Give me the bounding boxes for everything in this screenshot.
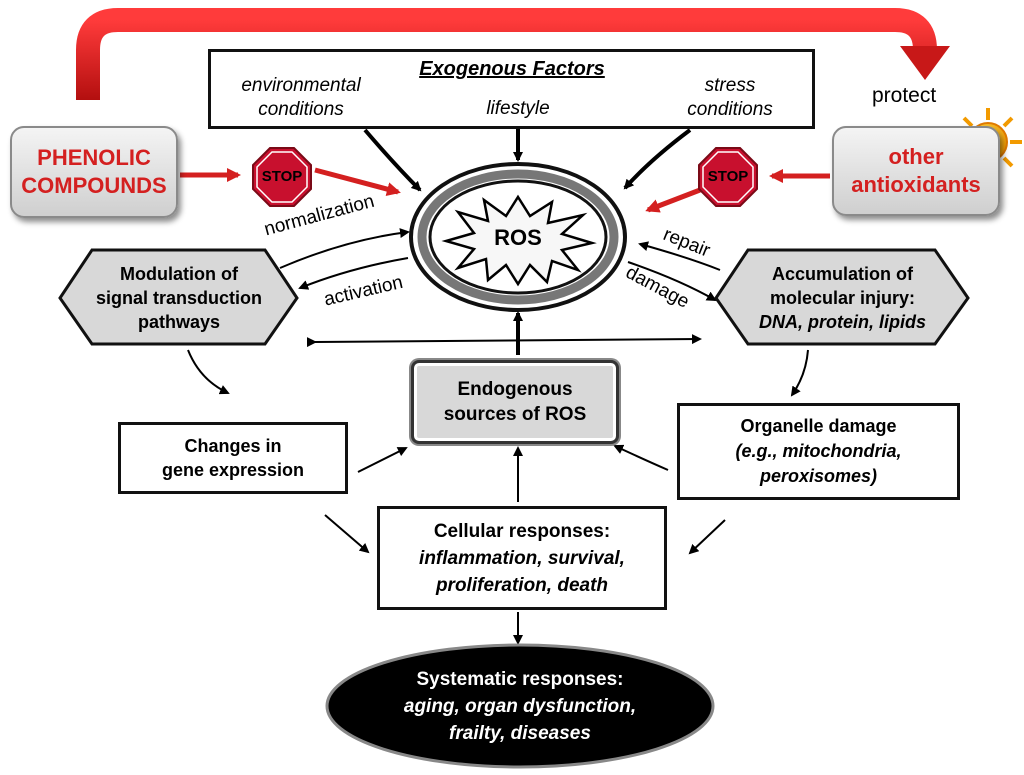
arrow-env-ros <box>363 128 422 192</box>
gene-line1: Changes in <box>184 436 282 456</box>
gene-line2: gene expression <box>161 460 305 480</box>
phenolic-compounds-box: PHENOLIC COMPOUNDS <box>10 126 178 218</box>
arrow-repair <box>638 241 721 271</box>
organelle-damage-node: Organelle damage (e.g., mitochondria, pe… <box>677 403 960 500</box>
organelle-line1: Organelle damage <box>740 416 897 436</box>
systematic-line1: Systematic responses: <box>416 668 624 690</box>
label-environmental: environmental conditions <box>241 75 361 120</box>
exogenous-title: Exogenous Factors <box>419 58 605 80</box>
systematic-node-shape <box>325 643 715 769</box>
arrow-normalization <box>279 228 410 269</box>
arrow-damage <box>627 261 717 301</box>
arrow-activation <box>298 257 409 290</box>
protect-label: protect <box>872 84 937 107</box>
stop-sign-right <box>698 147 758 207</box>
arrow-stop-ros-left <box>314 167 401 196</box>
cellular-line3: proliferation, death <box>435 574 609 596</box>
systematic-line2: aging, organ dysfunction, <box>403 695 637 717</box>
exogenous-factors-box <box>208 49 815 129</box>
antioxidants-line2: antioxidants <box>851 172 981 197</box>
label-lifestyle: lifestyle <box>486 98 550 119</box>
modulation-node-shape <box>58 248 299 346</box>
phenolic-line2: COMPOUNDS <box>21 173 167 198</box>
other-antioxidants-box: other antioxidants <box>832 126 1000 216</box>
arrow-mod-gene <box>187 349 230 395</box>
antioxidants-line1: other <box>888 144 944 169</box>
ros-node <box>409 162 627 312</box>
endogenous-line1: Endogenous <box>457 379 573 400</box>
gene-expression-node: Changes in gene expression <box>118 422 348 494</box>
cellular-line2: inflammation, survival, <box>419 547 625 569</box>
arrow-gene-cell <box>324 514 370 554</box>
systematic-line3: frailty, diseases <box>449 722 591 744</box>
arrow-mod-acc <box>306 334 702 348</box>
accumulation-line3: DNA, protein, lipids <box>758 312 926 332</box>
arrow-acc-organelle <box>790 349 809 397</box>
accumulation-line1: Accumulation of <box>771 264 913 284</box>
stop-label-left: STOP <box>261 168 303 185</box>
arrow-organelle-endo <box>613 444 669 471</box>
label-stress: stress conditions <box>687 75 773 120</box>
stop-sign-left <box>252 147 312 207</box>
arrow-stress-ros <box>623 128 692 190</box>
modulation-node: Modulation of signal transduction pathwa… <box>78 256 280 340</box>
arrow-gene-endo <box>357 447 408 473</box>
organelle-line2: (e.g., mitochondria, <box>735 441 902 461</box>
ros-label: ROS <box>494 225 542 250</box>
modulation-line3: pathways <box>137 312 221 332</box>
stop-label-right: STOP <box>707 168 749 185</box>
modulation-line1: Modulation of <box>120 264 238 284</box>
ros-burst <box>441 194 597 287</box>
protect-arrow <box>76 8 937 100</box>
endogenous-sources-node: Endogenous sources of ROS <box>411 360 619 444</box>
protect-arrowhead <box>900 46 950 80</box>
modulation-line2: signal transduction <box>95 288 263 308</box>
systematic-responses-node: Systematic responses: aging, organ dysfu… <box>340 660 700 752</box>
cellular-line1: Cellular responses: <box>433 520 611 542</box>
endogenous-line2: sources of ROS <box>443 404 587 425</box>
accumulation-node: Accumulation of molecular injury: DNA, p… <box>730 256 955 340</box>
arrow-stop-ros-right <box>645 187 701 213</box>
cellular-responses-node: Cellular responses: inflammation, surviv… <box>377 506 667 610</box>
phenolic-line1: PHENOLIC <box>37 145 151 170</box>
accumulation-node-shape <box>714 248 970 346</box>
accumulation-line2: molecular injury: <box>769 288 916 308</box>
arrow-organelle-cell <box>688 519 726 555</box>
organelle-line3: peroxisomes) <box>759 466 878 486</box>
